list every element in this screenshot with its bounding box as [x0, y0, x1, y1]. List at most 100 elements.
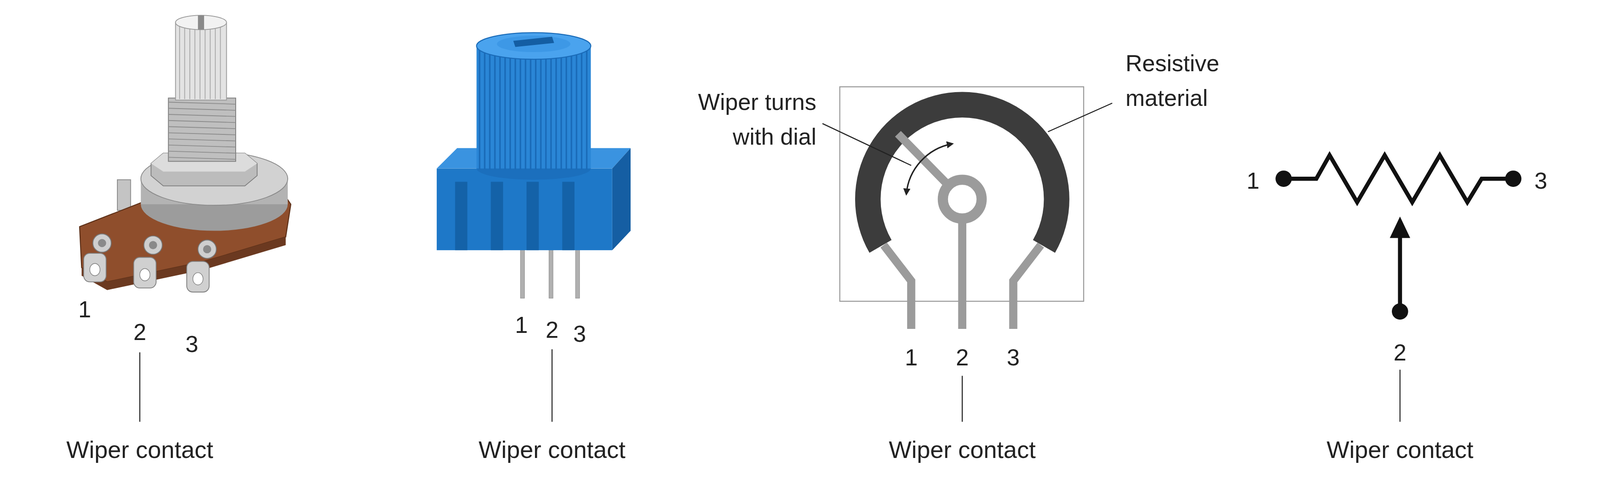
terminal-pin: [1013, 245, 1042, 329]
rotary-potentiometer: [192, 272, 204, 286]
trimmer-potentiometer: [534, 48, 537, 170]
rotation-arrow: [906, 143, 953, 194]
rotary-potentiometer: [89, 263, 101, 276]
callout-label: Wiper turns with dial: [669, 84, 817, 154]
rotary-potentiometer: [168, 151, 236, 154]
rotary-potentiometer: [197, 239, 217, 258]
trimmer-potentiometer: [560, 48, 562, 170]
rotary-potentiometer: [168, 114, 236, 117]
trimmer-potentiometer: [436, 168, 613, 251]
trimmer-potentiometer: [570, 48, 572, 170]
terminal-dot: [1391, 303, 1409, 320]
trimmer-potentiometer: [529, 48, 531, 170]
trimmer-potentiometer: [545, 48, 547, 170]
pin-number: 3: [1534, 163, 1548, 198]
resistor-symbol: [1283, 155, 1514, 203]
rotary-potentiometer: [168, 144, 236, 148]
leader-line: [551, 349, 553, 422]
trimmer-potentiometer: [575, 242, 580, 298]
rotary-potentiometer: [168, 108, 236, 111]
rotary-potentiometer: [179, 24, 181, 100]
trimmer-potentiometer: [586, 48, 588, 170]
rotary-potentiometer: [203, 245, 212, 254]
trimmer-potentiometer: [524, 48, 527, 170]
trimmer-potentiometer: [549, 242, 554, 298]
leader-line: [822, 123, 912, 166]
pin-number: 3: [1006, 339, 1020, 375]
caption-label: Wiper contact: [478, 430, 626, 467]
pin-number: 2: [133, 314, 147, 350]
trimmer-potentiometer: [478, 48, 481, 170]
caption-label: Wiper contact: [1326, 430, 1474, 467]
rotary-potentiometer: [168, 132, 236, 135]
rotary-potentiometer: [186, 261, 210, 292]
rotary-potentiometer: [97, 238, 106, 247]
rotary-potentiometer: [168, 101, 236, 160]
leader-line: [1399, 369, 1401, 422]
rotary-potentiometer: [133, 257, 157, 288]
rotary-potentiometer: [204, 24, 206, 100]
terminal-dot: [1505, 170, 1522, 187]
trimmer-potentiometer: [513, 36, 555, 48]
wiper-hub: [942, 179, 982, 219]
rotary-potentiometer: [199, 24, 201, 100]
rotary-potentiometer: [148, 241, 157, 250]
pin-number: 1: [1246, 163, 1260, 198]
pin-number: 1: [514, 307, 528, 342]
trimmer-potentiometer: [476, 32, 591, 60]
trimmer-potentiometer: [489, 48, 491, 170]
terminal-pin: [883, 245, 912, 329]
rotary-potentiometer: [139, 268, 150, 281]
pin-number: 1: [904, 339, 918, 375]
wiper-arrow: [1389, 216, 1411, 238]
trimmer-potentiometer: [539, 48, 542, 170]
rotary-potentiometer: [184, 24, 185, 100]
leader-line: [139, 352, 141, 422]
trimmer-potentiometer: [494, 48, 496, 170]
trimmer-potentiometer: [562, 181, 575, 250]
trimmer-potentiometer: [490, 181, 504, 250]
leader-line: [1048, 103, 1113, 132]
trimmer-potentiometer: [555, 48, 557, 170]
rotary-potentiometer: [168, 120, 236, 123]
rotary-potentiometer: [220, 24, 222, 100]
rotary-potentiometer: [168, 97, 236, 161]
caption-label: Wiper contact: [888, 430, 1036, 467]
trimmer-potentiometer: [454, 181, 468, 250]
trimmer-potentiometer: [499, 48, 501, 170]
trimmer-potentiometer: [575, 48, 578, 170]
trimmer-potentiometer: [476, 45, 591, 169]
trimmer-potentiometer: [436, 32, 631, 422]
pin-number: 2: [545, 312, 559, 347]
trimmer-potentiometer: [514, 48, 516, 170]
leader-line: [961, 375, 963, 422]
caption-label: Wiper contact: [66, 430, 214, 467]
rotary-potentiometer: [83, 253, 106, 282]
terminal-pin: [958, 218, 967, 329]
pin-number: 2: [955, 339, 969, 375]
potentiometer-cutaway: [822, 86, 1113, 422]
rotary-potentiometer: [175, 22, 227, 100]
trimmer-potentiometer: [580, 48, 583, 170]
rotary-potentiometer: [168, 138, 236, 141]
rotary-potentiometer: [81, 236, 286, 290]
trimmer-potentiometer: [496, 35, 571, 53]
wiper-arrow: [1398, 234, 1403, 312]
pin-number: 3: [573, 316, 587, 351]
rotary-potentiometer: [179, 24, 221, 100]
trimmer-potentiometer: [550, 48, 552, 170]
potentiometer-illustration: [79, 15, 1522, 422]
rotary-potentiometer: [151, 152, 258, 186]
rotary-potentiometer: [168, 101, 236, 105]
pin-number: 2: [1393, 334, 1407, 370]
pin-number: 3: [185, 326, 199, 362]
trimmer-potentiometer: [479, 48, 587, 170]
trimmer-potentiometer: [504, 48, 506, 170]
trimmer-potentiometer: [520, 242, 525, 298]
rotary-potentiometer: [144, 235, 163, 254]
pin-number: 1: [78, 291, 92, 327]
terminal-dot: [1275, 170, 1292, 187]
rotary-potentiometer: [168, 156, 236, 160]
